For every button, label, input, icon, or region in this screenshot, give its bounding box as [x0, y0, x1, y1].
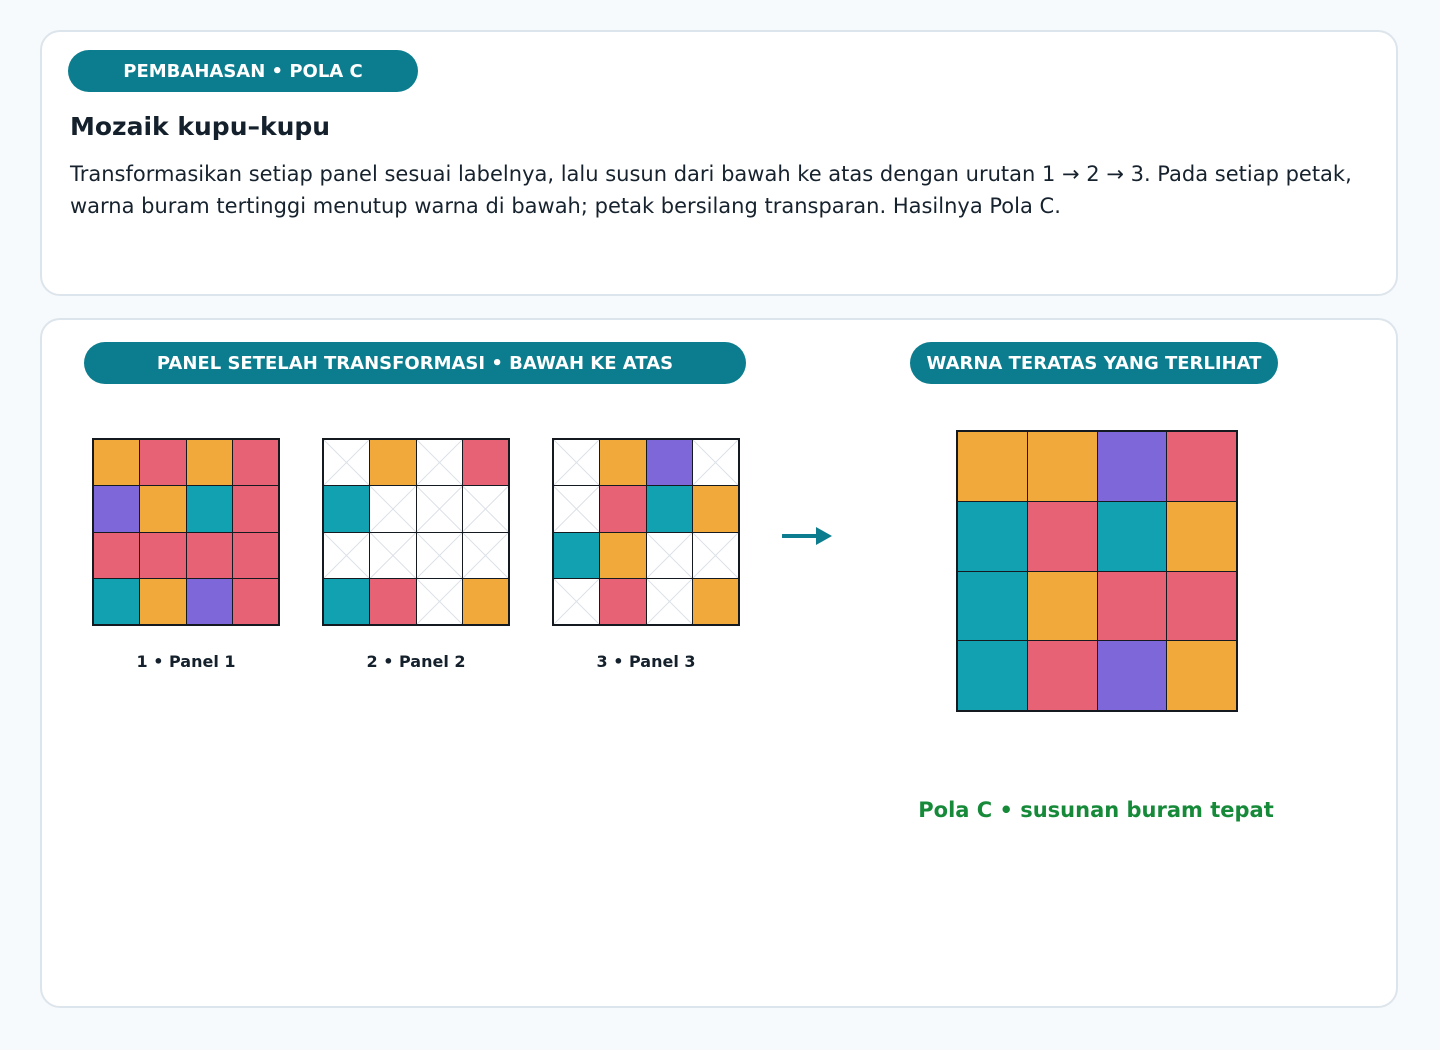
transparent-cell	[370, 532, 416, 578]
mosaic-cell	[1167, 432, 1236, 501]
mosaic-cell	[1097, 432, 1167, 501]
arrow-right-icon	[782, 527, 832, 545]
result-grid	[956, 430, 1238, 712]
mosaic-cell	[140, 532, 186, 578]
panel-2: 2 • Panel 2	[322, 438, 510, 671]
mosaic-cell	[1097, 501, 1167, 571]
transparent-cell	[416, 486, 462, 532]
mosaic-cell	[600, 532, 646, 578]
mosaic-cell	[462, 578, 508, 624]
mosaic-cell	[646, 440, 692, 486]
mosaic-cell	[958, 501, 1027, 571]
mosaic-cell	[232, 532, 278, 578]
panel-1: 1 • Panel 1	[92, 438, 280, 671]
transparent-cell	[554, 440, 600, 486]
transparent-cell	[692, 532, 738, 578]
transparent-cell	[692, 440, 738, 486]
mosaic-cell	[186, 486, 232, 532]
page-title: Mozaik kupu–kupu	[70, 112, 331, 141]
result-heading: WARNA TERATAS YANG TERLIHAT	[910, 342, 1278, 384]
panel-label: 2 • Panel 2	[366, 652, 466, 671]
transparent-cell	[646, 532, 692, 578]
mosaic-cell	[1097, 641, 1167, 710]
mosaic-cell	[370, 440, 416, 486]
mosaic-cell	[94, 440, 140, 486]
mosaic-cell	[600, 578, 646, 624]
mosaic-cell	[600, 486, 646, 532]
mosaic-cell	[1167, 641, 1236, 710]
mosaic-cell	[958, 432, 1027, 501]
mosaic-cell	[186, 578, 232, 624]
mosaic-cell	[94, 578, 140, 624]
mosaic-cell	[140, 440, 186, 486]
transparent-cell	[324, 532, 370, 578]
mosaic-cell	[94, 486, 140, 532]
explanation-card: PEMBAHASAN • POLA C Mozaik kupu–kupu Tra…	[40, 30, 1398, 296]
transparent-cell	[554, 486, 600, 532]
instructions-text: Transformasikan setiap panel sesuai labe…	[70, 162, 1352, 218]
mosaic-cell	[600, 440, 646, 486]
mosaic-cell	[692, 486, 738, 532]
mosaic-cell	[958, 571, 1027, 641]
transparent-cell	[646, 578, 692, 624]
mosaic-cell	[1027, 432, 1097, 501]
panel-3: 3 • Panel 3	[552, 438, 740, 671]
mosaic-cell	[140, 578, 186, 624]
transparent-cell	[554, 578, 600, 624]
mosaic-cell	[1027, 501, 1097, 571]
mosaic-cell	[140, 486, 186, 532]
mosaic-cell	[462, 440, 508, 486]
mosaic-cell	[232, 440, 278, 486]
section-badge: PEMBAHASAN • POLA C	[68, 50, 418, 92]
mosaic-cell	[692, 578, 738, 624]
transparent-cell	[416, 578, 462, 624]
mosaic-cell	[646, 486, 692, 532]
transparent-cell	[416, 532, 462, 578]
mosaic-cell	[1097, 571, 1167, 641]
mosaic-cell	[186, 440, 232, 486]
panel-grid	[552, 438, 740, 626]
mosaic-cell	[1027, 641, 1097, 710]
mosaic-cell	[94, 532, 140, 578]
mosaic-cell	[958, 641, 1027, 710]
mosaic-cell	[1027, 571, 1097, 641]
transparent-cell	[462, 532, 508, 578]
mosaic-cell	[324, 578, 370, 624]
panel-grid	[92, 438, 280, 626]
mosaic-cell	[1167, 571, 1236, 641]
mosaic-cell	[1167, 501, 1236, 571]
transparent-cell	[370, 486, 416, 532]
mosaic-cell	[370, 578, 416, 624]
mosaic-cell	[232, 578, 278, 624]
mosaic-cell	[186, 532, 232, 578]
mosaic-cell	[554, 532, 600, 578]
result-mosaic	[956, 430, 1238, 712]
transparent-cell	[324, 440, 370, 486]
panel-grid	[322, 438, 510, 626]
result-caption: Pola C • susunan buram tepat	[918, 798, 1274, 822]
panel-label: 3 • Panel 3	[596, 652, 696, 671]
transparent-cell	[416, 440, 462, 486]
diagram-card: PANEL SETELAH TRANSFORMASI • BAWAH KE AT…	[40, 318, 1398, 1008]
panels-heading: PANEL SETELAH TRANSFORMASI • BAWAH KE AT…	[84, 342, 746, 384]
mosaic-cell	[232, 486, 278, 532]
transparent-cell	[462, 486, 508, 532]
panel-label: 1 • Panel 1	[136, 652, 236, 671]
mosaic-cell	[324, 486, 370, 532]
